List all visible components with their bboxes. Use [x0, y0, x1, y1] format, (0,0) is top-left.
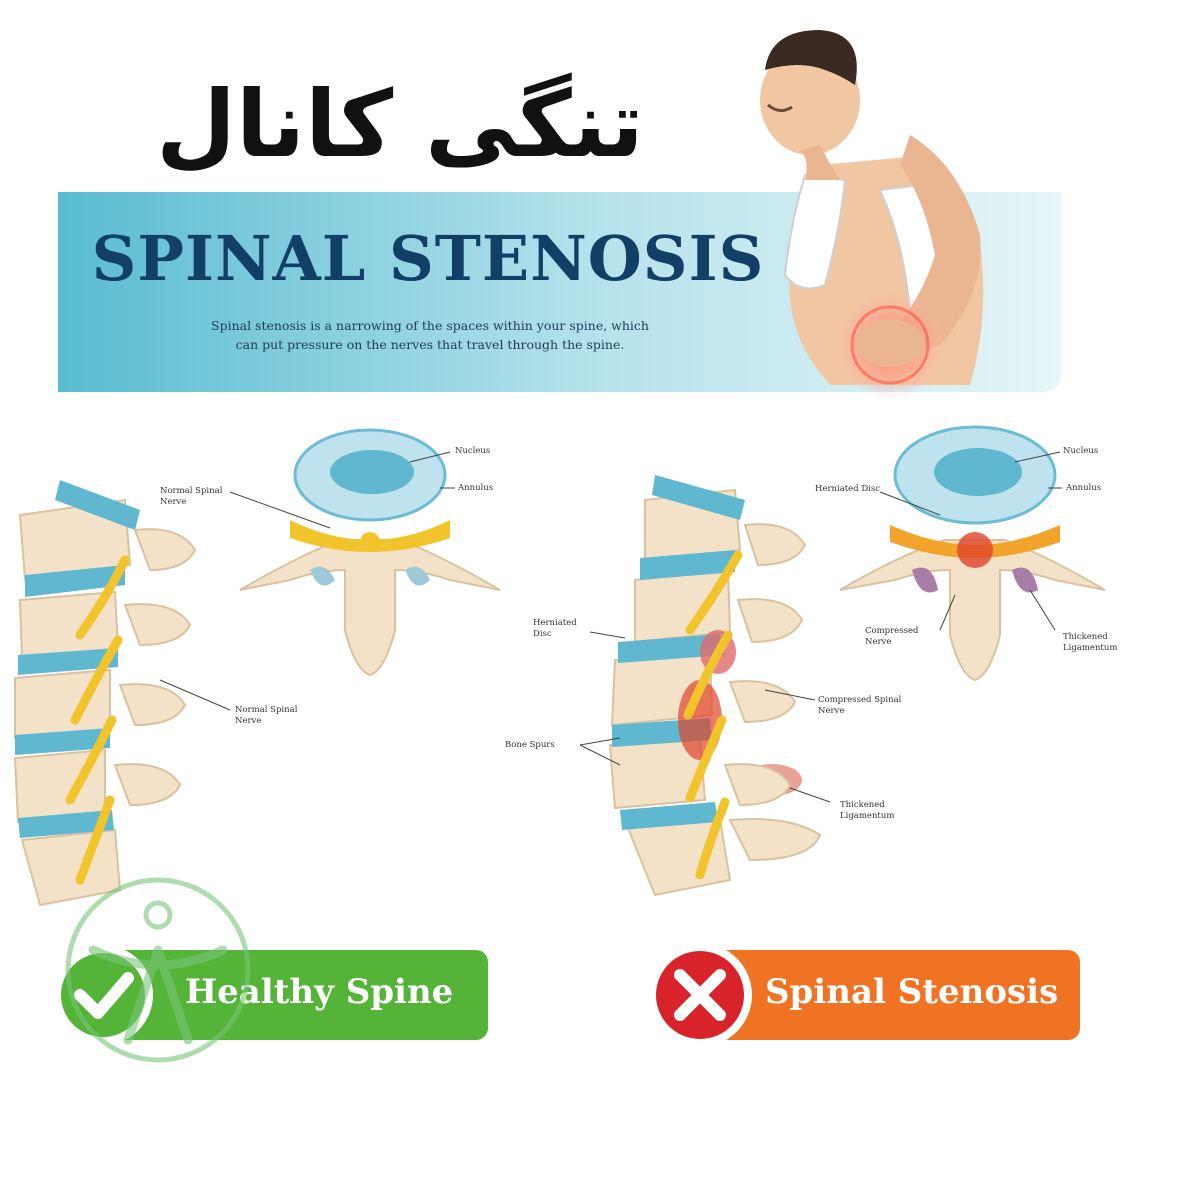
label-compressed-nerve: Compressed Nerve	[865, 626, 919, 647]
banner-description: Spinal stenosis is a narrowing of the sp…	[100, 316, 760, 355]
label-compressed-spinal-nerve: Compressed Spinal Nerve	[818, 695, 902, 716]
checkmark-icon	[74, 972, 134, 1019]
label-herniated-disc-left: Herniated Disc	[533, 618, 577, 639]
spinal-stenosis-badge	[648, 943, 1080, 1047]
label-healthy-nucleus: Nucleus	[455, 446, 491, 456]
watermark-logo-icon	[65, 877, 251, 1063]
label-normal-spinal-nerve-bottom: Normal Spinal Nerve	[235, 705, 298, 726]
banner-description-line-1: Spinal stenosis is a narrowing of the sp…	[211, 318, 649, 333]
banner-description-line-2: can put pressure on the nerves that trav…	[235, 337, 625, 353]
healthy-spine-label: Healthy Spine	[185, 972, 454, 1012]
label-thickened-ligamentum-lower: Thickened Ligamentum	[840, 800, 895, 821]
spinal-stenosis-label: Spinal Stenosis	[765, 972, 1059, 1012]
label-healthy-annulus: Annulus	[458, 483, 494, 493]
spine-comparison-diagram	[13, 425, 1106, 907]
stenosis-spine-side-view	[579, 475, 831, 897]
label-herniated-disc-top: Herniated Disc	[815, 484, 881, 494]
healthy-spine-side-view	[13, 480, 197, 907]
label-normal-spinal-nerve-top: Normal Spinal Nerve	[160, 486, 223, 507]
healthy-spine-badge	[53, 945, 488, 1045]
healthy-vertebra-cross-section	[159, 428, 501, 711]
cross-icon	[674, 969, 726, 1021]
label-stenosis-annulus: Annulus	[1066, 483, 1102, 493]
banner-title: SPINAL STENOSIS	[91, 222, 765, 295]
label-bone-spurs: Bone Spurs	[505, 740, 555, 750]
label-thickened-ligamentum: Thickened Ligamentum	[1063, 632, 1118, 653]
person-back-pain-illustration	[760, 30, 984, 400]
label-stenosis-nucleus: Nucleus	[1063, 446, 1099, 456]
stenosis-vertebra-cross-section	[839, 425, 1106, 682]
